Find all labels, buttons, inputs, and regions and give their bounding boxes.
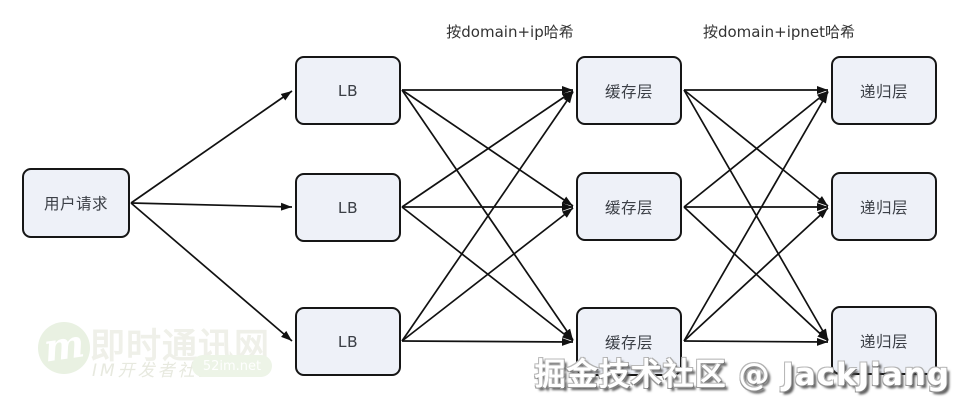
- im-logo-icon: m: [38, 320, 90, 374]
- node-cache-2: 缓存层: [576, 172, 682, 241]
- label-hash-domain-ipnet: 按domain+ipnet哈希: [702, 23, 856, 41]
- node-lb-2-label: LB: [337, 198, 359, 217]
- node-lb-2: LB: [295, 173, 401, 242]
- node-recursive-3: 递归层: [831, 306, 937, 375]
- edge-cache3-rec2: [683, 207, 829, 342]
- node-user-request: 用户请求: [22, 168, 130, 238]
- node-cache-3-label: 缓存层: [604, 333, 653, 352]
- node-recursive-2-label: 递归层: [859, 198, 908, 217]
- watermark-author: 掘金技术社区 @ JackJiang: [534, 357, 950, 393]
- edge-user-lb3: [130, 202, 293, 342]
- label-hash-domain-ip: 按domain+ip哈希: [446, 23, 574, 41]
- edge-user-lb2: [130, 202, 293, 211]
- node-cache-2-label: 缓存层: [604, 198, 653, 217]
- node-lb-3: LB: [295, 307, 401, 376]
- edge-lb3-cache1: [401, 91, 574, 342]
- watermark-site-badge: 52im.net: [192, 355, 272, 377]
- watermark-site-subtitle: IM开发者社区: [92, 361, 218, 381]
- node-cache-3: 缓存层: [576, 307, 682, 376]
- node-lb-3-label: LB: [337, 332, 359, 351]
- edge-cache3-rec1: [683, 91, 829, 342]
- node-cache-1-label: 缓存层: [604, 82, 653, 101]
- edge-cache3-rec3: [683, 337, 829, 346]
- edge-lb3-cache2: [401, 207, 574, 342]
- edge-user-lb1: [130, 90, 293, 204]
- edge-cache2-rec1: [683, 90, 829, 208]
- node-lb-1: LB: [295, 56, 401, 125]
- node-recursive-1: 递归层: [831, 56, 937, 125]
- edge-lb3-cache3: [401, 337, 574, 346]
- node-lb-1-label: LB: [337, 81, 359, 100]
- node-recursive-3-label: 递归层: [859, 332, 908, 351]
- node-cache-1: 缓存层: [576, 56, 682, 125]
- node-user-request-label: 用户请求: [43, 195, 108, 213]
- node-recursive-1-label: 递归层: [859, 82, 908, 101]
- node-recursive-2: 递归层: [831, 172, 937, 241]
- edge-lb2-cache1: [401, 90, 574, 208]
